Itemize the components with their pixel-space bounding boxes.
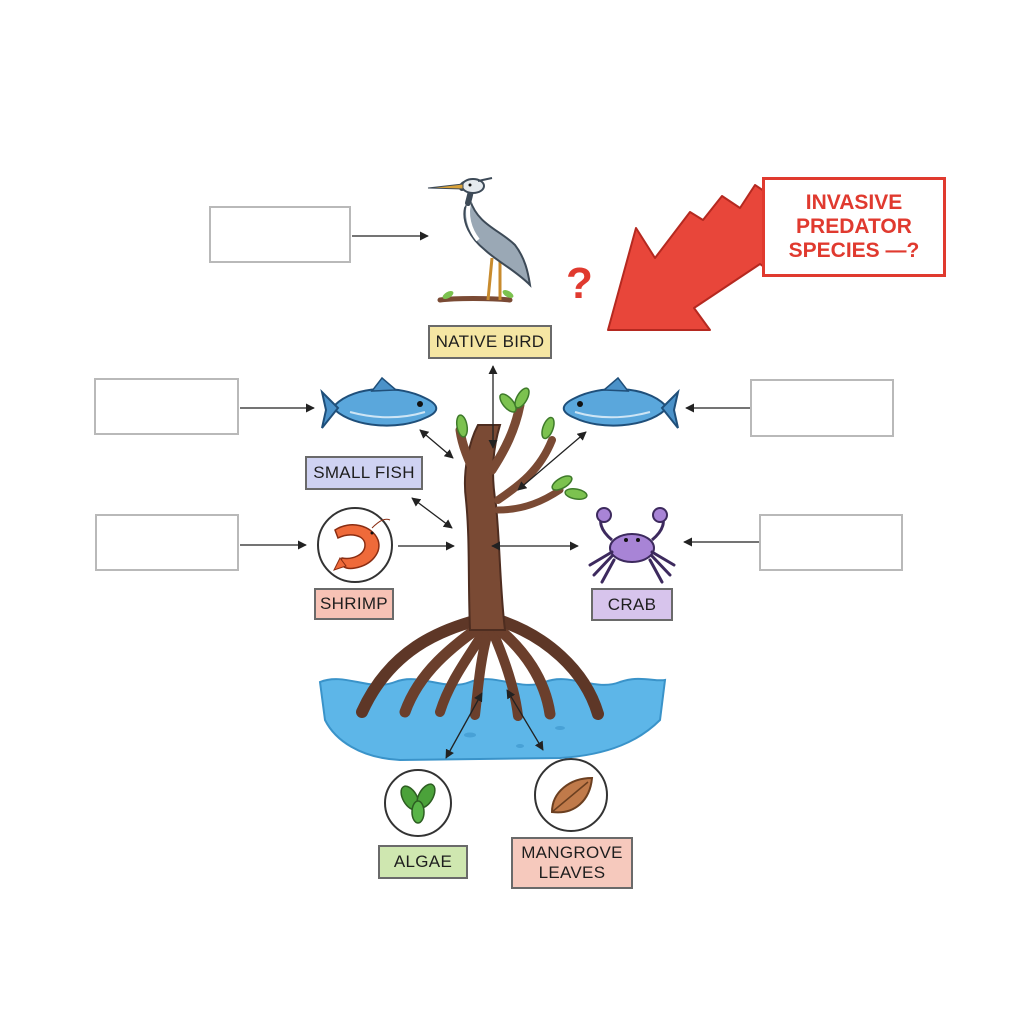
fish-icon bbox=[320, 376, 438, 429]
arrow bbox=[419, 429, 454, 459]
shrimp-label: SHRIMP bbox=[314, 588, 394, 620]
algae-label: ALGAE bbox=[378, 845, 468, 879]
answer-box-middle-left[interactable] bbox=[94, 378, 239, 435]
answer-box-top-left[interactable] bbox=[209, 206, 351, 263]
arrow bbox=[517, 431, 587, 491]
algae-leaf-icon bbox=[384, 769, 452, 837]
fish-icon bbox=[562, 376, 680, 429]
answer-box-middle-right[interactable] bbox=[750, 379, 894, 437]
crab-label: CRAB bbox=[591, 588, 673, 621]
arrow bbox=[506, 689, 544, 751]
mangrove-tree-icon bbox=[356, 387, 604, 721]
shrimp-icon bbox=[317, 507, 393, 583]
heron-icon bbox=[427, 177, 532, 303]
question-mark: ? bbox=[566, 259, 593, 308]
native-bird-label: NATIVE BIRD bbox=[428, 325, 552, 359]
answer-box-lower-right[interactable] bbox=[759, 514, 903, 571]
connector-arrows bbox=[240, 231, 760, 759]
arrow bbox=[445, 692, 483, 759]
mangrove-leaves-label: MANGROVE LEAVES bbox=[511, 837, 633, 889]
red-arrow-icon bbox=[607, 184, 771, 331]
small-fish-label: SMALL FISH bbox=[305, 456, 423, 490]
answer-box-lower-left[interactable] bbox=[95, 514, 239, 571]
invasive-predator-callout: INVASIVE PREDATOR SPECIES —? bbox=[762, 177, 946, 277]
mangrove-leaf-icon bbox=[534, 758, 608, 832]
arrow bbox=[411, 497, 453, 529]
crab-icon bbox=[588, 507, 676, 584]
